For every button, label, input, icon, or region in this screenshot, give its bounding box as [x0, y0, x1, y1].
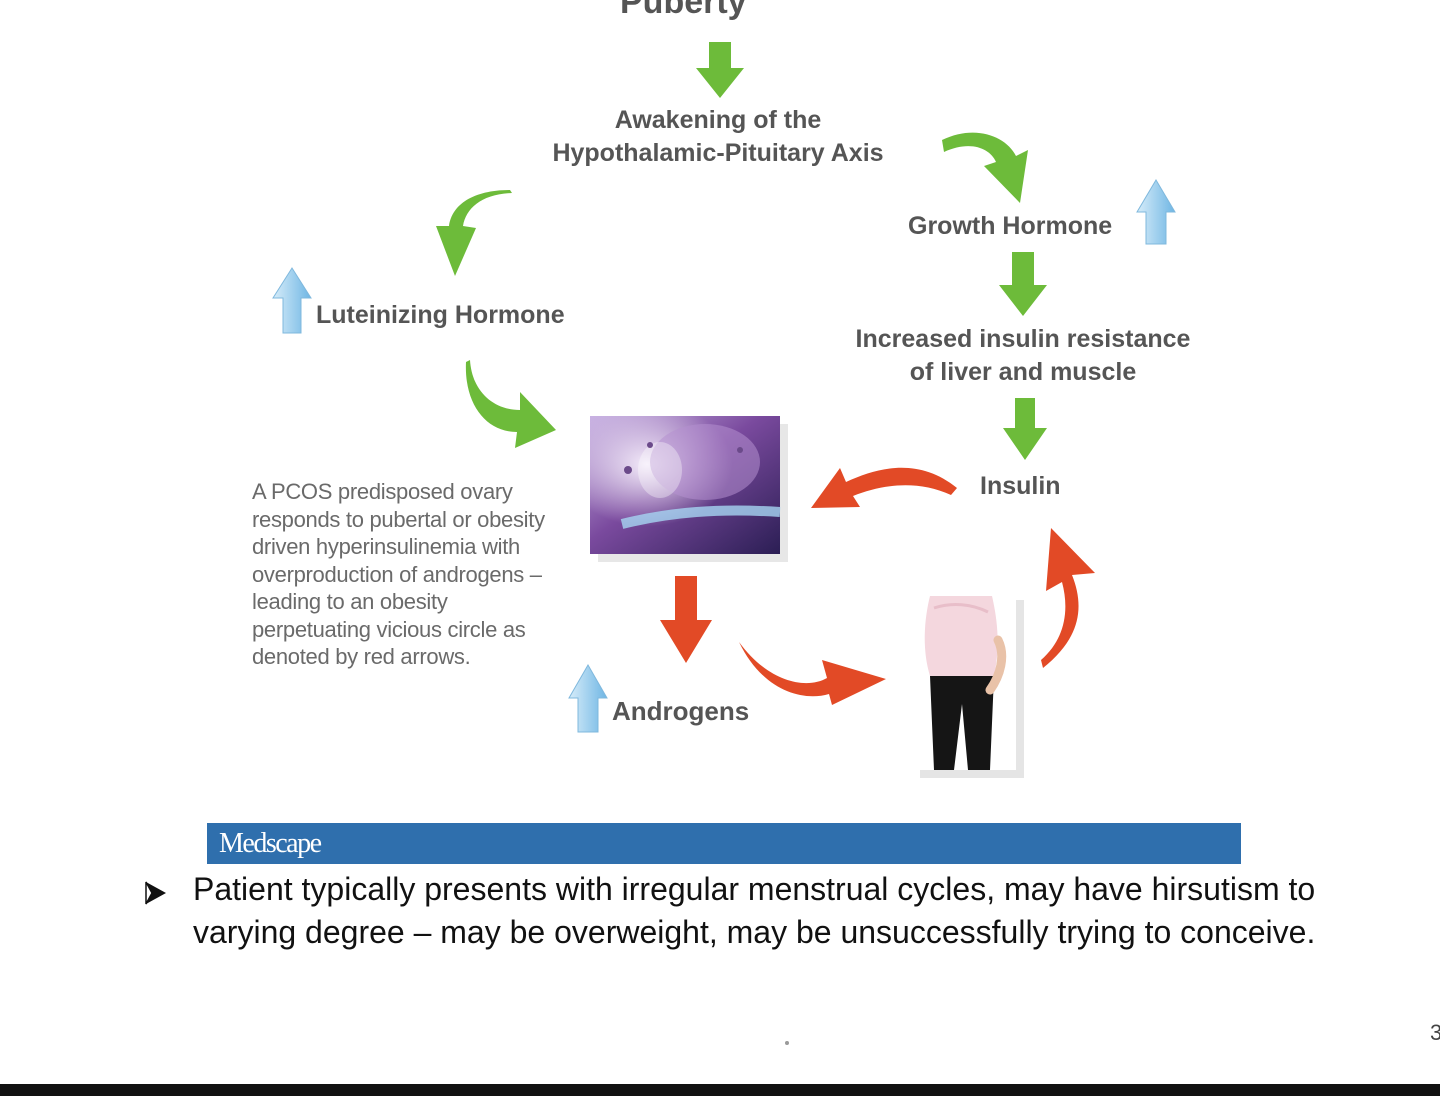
green-arrow-resistance-down [1003, 398, 1047, 460]
androgens-label: Androgens [612, 696, 750, 726]
green-arrow-awakening-to-lh [436, 190, 512, 276]
red-arrow-androgens-to-body [739, 642, 886, 705]
luteinizing-hormone-label: Luteinizing Hormone [316, 301, 565, 329]
blue-up-arrow-androgens [568, 663, 608, 733]
pcos-puberty-diagram: Puberty Awakening of the Hypothalamic-Pi… [252, 0, 1213, 778]
red-arrow-insulin-to-ovary [811, 467, 957, 508]
page-number: 3 [1430, 1020, 1440, 1045]
insulin-resistance-line-1: Increased insulin resistance [855, 325, 1191, 353]
overweight-person-image [912, 592, 1024, 778]
medscape-banner: Medscape [207, 823, 1241, 864]
red-arrow-ovary-to-androgens [660, 576, 712, 663]
puberty-title: Puberty [620, 0, 747, 21]
stray-dot [785, 1041, 789, 1045]
green-arrow-gh-down [999, 252, 1047, 316]
green-arrow-lh-to-ovary [465, 360, 556, 448]
blue-up-arrow-lh [272, 267, 312, 334]
awakening-line-2: Hypothalamic-Pituitary Axis [552, 139, 884, 167]
green-arrow-awakening-to-gh [942, 132, 1028, 203]
awakening-hpa-label: Awakening of the Hypothalamic-Pituitary … [533, 104, 903, 170]
medscape-logo-text: Medscape [219, 828, 322, 859]
ovary-image [590, 416, 788, 562]
green-arrow-puberty-down [696, 42, 744, 98]
arrow-bullet-icon [145, 881, 166, 905]
bullet-point-text: Patient typically presents with irregula… [193, 871, 1316, 950]
diagram-arrows [272, 42, 1176, 778]
blue-up-arrow-gh [1136, 179, 1176, 245]
insulin-resistance-label: Increased insulin resistance of liver an… [833, 323, 1213, 389]
bottom-border [0, 1084, 1440, 1096]
pcos-description: A PCOS predisposed ovary responds to pub… [252, 479, 545, 669]
insulin-label: Insulin [980, 472, 1061, 500]
red-arrow-body-to-insulin [1041, 528, 1095, 668]
insulin-resistance-line-2: of liver and muscle [909, 358, 1137, 386]
growth-hormone-label: Growth Hormone [908, 212, 1113, 240]
awakening-line-1: Awakening of the [614, 106, 822, 134]
